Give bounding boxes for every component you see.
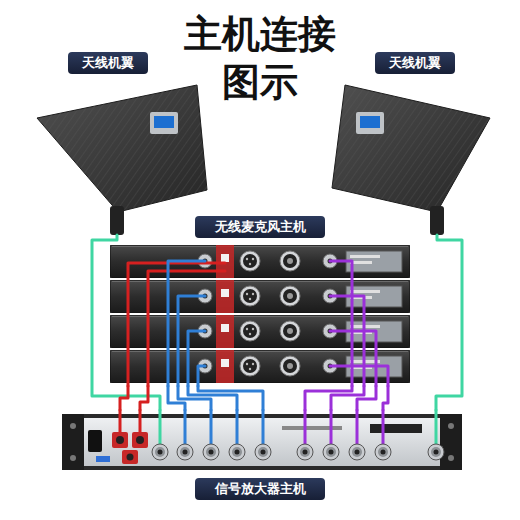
node-label: 无线麦克风主机 <box>195 216 325 238</box>
antenna-display <box>356 112 384 134</box>
sticker <box>96 456 110 462</box>
cable <box>188 386 237 410</box>
dc-pin <box>136 436 144 444</box>
rack-hole <box>70 423 76 429</box>
receiver-stack: 无线麦克风主机 <box>108 214 412 386</box>
bnc-port <box>177 444 193 460</box>
cable <box>383 386 388 410</box>
bnc-port <box>349 444 365 460</box>
cable-stub <box>168 261 205 386</box>
antenna-mesh <box>37 85 207 212</box>
panel-print <box>282 426 342 430</box>
antenna-panel <box>37 85 207 212</box>
cable-stub <box>188 331 205 386</box>
amplifier-unit: 信号放大器主机 <box>62 410 462 502</box>
cable-stub <box>330 331 376 386</box>
cable <box>178 386 211 410</box>
antenna-screen <box>154 116 174 128</box>
power-socket <box>88 430 102 452</box>
cable <box>198 386 263 410</box>
bnc-port <box>428 444 444 460</box>
rack-hole <box>448 455 454 461</box>
antenna-node: 天线机翼 <box>335 48 495 235</box>
antenna-mount <box>110 206 124 235</box>
bnc-port <box>255 444 271 460</box>
dc-pin <box>116 436 124 444</box>
cable-stub <box>128 263 225 386</box>
bnc-port <box>297 444 313 460</box>
title: 主机连接 图示 <box>170 10 350 106</box>
cable <box>168 386 185 410</box>
cable-stub <box>198 366 205 386</box>
node-label: 天线机翼 <box>375 52 455 74</box>
cable <box>140 386 148 410</box>
rack-ear <box>440 414 462 470</box>
rack-hole <box>448 423 454 429</box>
bnc-port <box>203 444 219 460</box>
antenna-mesh <box>332 85 490 212</box>
antenna-screen <box>360 116 380 128</box>
bnc-port <box>375 444 391 460</box>
cable <box>357 386 376 410</box>
bnc-port <box>152 444 168 460</box>
antenna-display <box>150 112 178 134</box>
antenna-node: 天线机翼 <box>30 48 215 235</box>
antenna-mount <box>430 206 444 235</box>
rack-ear <box>62 414 84 470</box>
dc-pin <box>127 454 134 461</box>
cable-stub <box>178 296 205 386</box>
dc-port <box>112 432 128 448</box>
cable <box>120 386 128 410</box>
bnc-port <box>323 444 339 460</box>
bnc-port <box>229 444 245 460</box>
cable <box>92 235 160 410</box>
antenna-panel <box>332 85 490 212</box>
node-label: 天线机翼 <box>68 52 148 74</box>
dc-port <box>132 432 148 448</box>
rack-hole <box>70 455 76 461</box>
cable-stub <box>330 296 364 386</box>
cable-stub <box>148 271 225 386</box>
cable <box>436 235 462 410</box>
cable-stub <box>330 366 388 386</box>
dc-port <box>122 450 138 464</box>
node-label: 信号放大器主机 <box>195 478 325 500</box>
model-plate <box>370 424 422 433</box>
cable <box>305 386 352 410</box>
cable <box>331 386 364 410</box>
